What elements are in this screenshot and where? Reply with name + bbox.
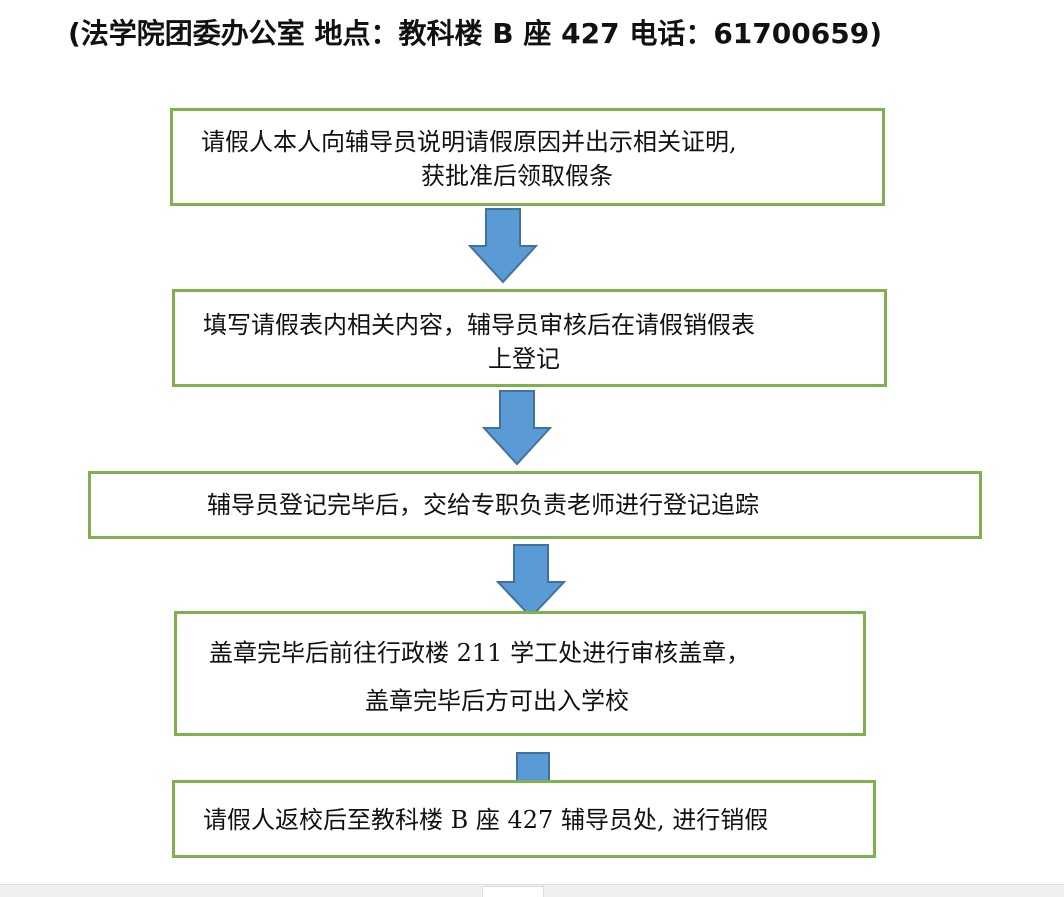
flow-step-2-line-1: 填写请假表内相关内容，辅导员审核后在请假销假表 xyxy=(203,311,755,339)
window-bottom-tab[interactable] xyxy=(482,886,544,897)
down-arrow-icon xyxy=(468,208,538,284)
flow-step-3-line-1: 辅导员登记完毕后，交给专职负责老师进行登记追踪 xyxy=(207,491,759,519)
flow-step-2-line-2: 上登记 xyxy=(488,345,560,373)
down-arrow-icon xyxy=(482,390,552,466)
flow-step-1-line-1: 请假人本人向辅导员说明请假原因并出示相关证明, xyxy=(201,128,737,156)
flow-step-5-line-1: 请假人返校后至教科楼 B 座 427 辅导员处, 进行销假 xyxy=(203,806,769,834)
flow-step-5: 请假人返校后至教科楼 B 座 427 辅导员处, 进行销假 xyxy=(172,780,876,858)
flow-step-4-line-1: 盖章完毕后前往行政楼 211 学工处进行审核盖章， xyxy=(209,639,751,667)
header-contact-info: (法学院团委办公室 地点：教科楼 B 座 427 电话：61700659) xyxy=(68,17,882,50)
flow-step-1-line-2: 获批准后领取假条 xyxy=(421,162,613,190)
flow-step-4: 盖章完毕后前往行政楼 211 学工处进行审核盖章， 盖章完毕后方可出入学校 xyxy=(174,611,866,736)
flow-step-4-line-2: 盖章完毕后方可出入学校 xyxy=(365,687,629,715)
flow-step-2: 填写请假表内相关内容，辅导员审核后在请假销假表 上登记 xyxy=(172,289,887,387)
flow-step-1: 请假人本人向辅导员说明请假原因并出示相关证明, 获批准后领取假条 xyxy=(170,108,885,206)
down-arrow-icon xyxy=(496,544,566,618)
flow-step-3: 辅导员登记完毕后，交给专职负责老师进行登记追踪 xyxy=(88,471,982,539)
